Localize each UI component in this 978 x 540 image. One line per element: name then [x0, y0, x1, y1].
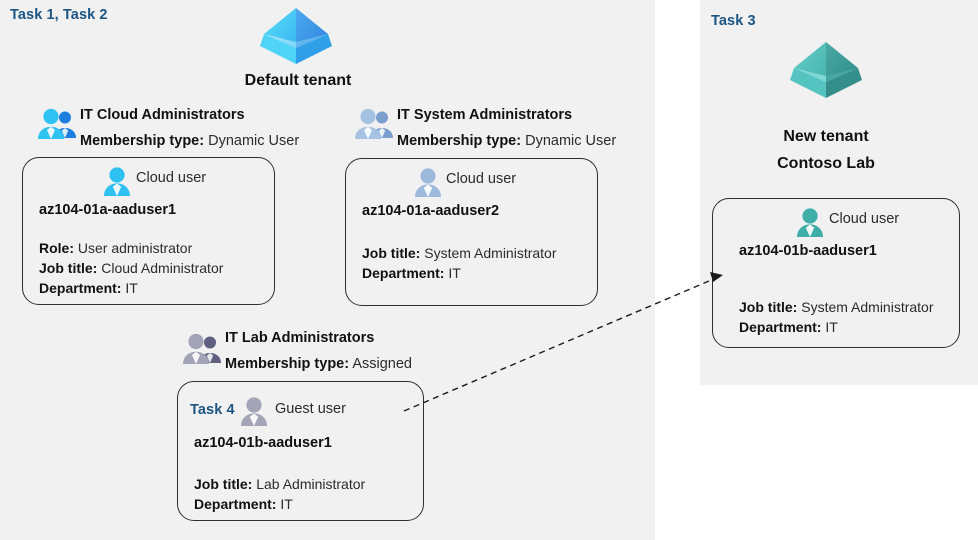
membership-value: Assigned	[352, 356, 412, 372]
attr-value: IT	[280, 496, 293, 512]
group-users-icon	[38, 108, 76, 140]
user-attr-department: Department: IT	[39, 278, 138, 298]
group-users-icon	[183, 333, 221, 365]
attr-label: Department:	[362, 265, 445, 281]
user-type-label: Cloud user	[136, 170, 207, 186]
attr-value: IT	[448, 265, 461, 281]
membership-label: Membership type:	[225, 356, 350, 372]
attr-value: IT	[125, 280, 138, 296]
attr-value: IT	[825, 319, 838, 335]
guest-user-icon	[240, 396, 268, 426]
attr-value: Cloud Administrator	[101, 260, 224, 276]
group-users-icon	[355, 108, 393, 140]
cloud-user-icon	[414, 167, 442, 197]
user-attr-job-title: Job title: Cloud Administrator	[39, 258, 223, 278]
user-type-label: Guest user	[275, 401, 346, 417]
user-card-az104-01a-aaduser1[interactable]: Cloud user az104-01a-aaduser1 Role: User…	[22, 157, 275, 305]
user-attr-department: Department: IT	[194, 494, 293, 514]
user-attr-department: Department: IT	[739, 317, 838, 337]
membership-value: Dynamic User	[208, 133, 300, 149]
group-membership-it-cloud-administrators: Membership type: Dynamic User	[80, 133, 299, 149]
attr-label: Department:	[739, 319, 822, 335]
group-title-it-lab-administrators: IT Lab Administrators	[225, 330, 375, 346]
default-tenant-panel	[0, 0, 655, 540]
attr-label: Job title:	[362, 245, 421, 261]
new-tenant-name-line2: Contoso Lab	[777, 155, 875, 172]
user-attr-job-title: Job title: System Administrator	[739, 297, 934, 317]
user-card-az104-01a-aaduser2[interactable]: Cloud user az104-01a-aaduser2 Job title:…	[345, 158, 598, 306]
attr-label: Department:	[194, 496, 277, 512]
azure-ad-tenant-icon	[258, 2, 334, 70]
group-title-it-system-administrators: IT System Administrators	[397, 107, 573, 123]
attr-value: User administrator	[77, 240, 193, 256]
membership-label: Membership type:	[80, 133, 205, 149]
cloud-user-icon	[796, 207, 824, 237]
user-name: az104-01a-aaduser2	[362, 203, 500, 219]
attr-label: Department:	[39, 280, 122, 296]
cloud-user-icon	[103, 166, 131, 196]
azure-ad-tenant-icon	[788, 36, 864, 104]
group-membership-it-lab-administrators: Membership type: Assigned	[225, 356, 412, 372]
user-attr-job-title: Job title: Lab Administrator	[194, 474, 365, 494]
user-card-guest-az104-01b-aaduser1[interactable]: Task 4 Guest user az104-01b-aaduser1 Job…	[177, 381, 424, 521]
user-type-label: Cloud user	[446, 171, 517, 187]
user-attr-role: Role: User administrator	[39, 238, 192, 258]
attr-label: Job title:	[39, 260, 98, 276]
user-attr-department: Department: IT	[362, 263, 461, 283]
attr-label: Job title:	[194, 476, 253, 492]
user-card-az104-01b-aaduser1[interactable]: Cloud user az104-01b-aaduser1 Job title:…	[712, 198, 960, 348]
attr-value: System Administrator	[801, 299, 934, 315]
default-tenant-name: Default tenant	[244, 72, 352, 89]
user-name: az104-01a-aaduser1	[39, 202, 177, 218]
attr-label: Role:	[39, 240, 74, 256]
membership-label: Membership type:	[397, 133, 522, 149]
user-type-label: Cloud user	[829, 211, 900, 227]
task-label-4: Task 4	[190, 402, 235, 418]
user-name: az104-01b-aaduser1	[739, 243, 877, 259]
attr-value: Lab Administrator	[256, 476, 366, 492]
attr-label: Job title:	[739, 299, 798, 315]
user-name: az104-01b-aaduser1	[194, 435, 332, 451]
membership-value: Dynamic User	[525, 133, 617, 149]
new-tenant-name-line1: New tenant	[783, 128, 869, 145]
group-title-it-cloud-administrators: IT Cloud Administrators	[80, 107, 245, 123]
task-label-1-2: Task 1, Task 2	[10, 7, 108, 23]
task-label-3: Task 3	[711, 13, 756, 29]
user-attr-job-title: Job title: System Administrator	[362, 243, 557, 263]
attr-value: System Administrator	[424, 245, 557, 261]
group-membership-it-system-administrators: Membership type: Dynamic User	[397, 133, 616, 149]
